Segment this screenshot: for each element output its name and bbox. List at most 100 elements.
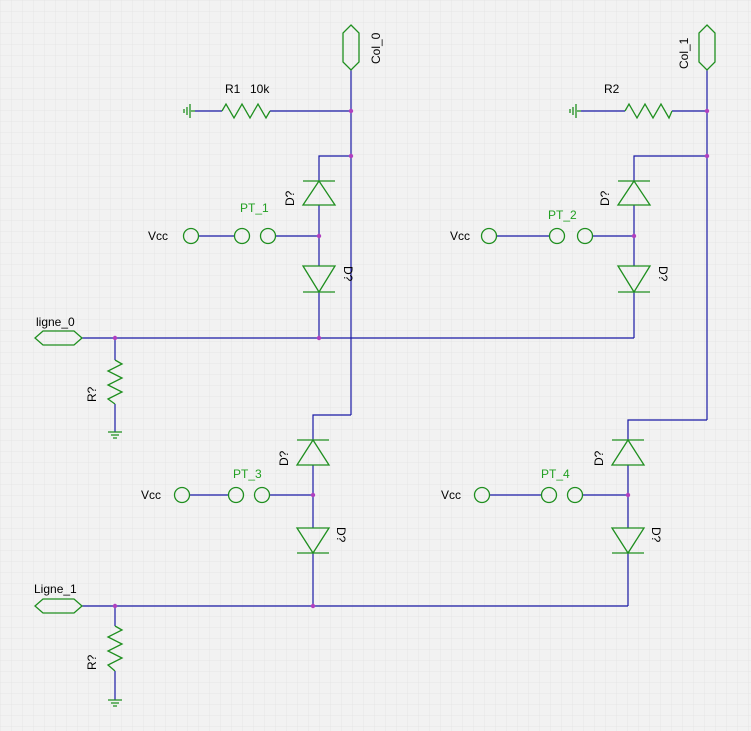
switch-pt1-contact-a xyxy=(233,227,251,245)
wire-d5-top xyxy=(633,155,707,181)
switch-pt3-contact-a xyxy=(227,486,245,504)
switch-pt3[interactable]: Vcc PT_3 xyxy=(141,467,271,504)
ground-icon xyxy=(108,699,122,707)
diode-d1-symbol xyxy=(301,179,337,206)
resistor-row1-zigzag xyxy=(106,625,124,672)
diode-d3[interactable]: D? xyxy=(277,438,331,466)
diode-d8-label: D? xyxy=(649,527,663,543)
resistor-r1-name: R1 xyxy=(225,82,241,96)
wire-d1-top xyxy=(318,155,351,181)
diode-d1[interactable]: D? xyxy=(283,179,337,206)
switch-pt4-label: PT_4 xyxy=(541,467,570,481)
ground-r1 xyxy=(183,104,195,118)
diode-d8[interactable]: D? xyxy=(610,527,663,555)
diode-d6-label: D? xyxy=(656,266,670,282)
junction-dot xyxy=(112,335,118,341)
ground-icon xyxy=(569,104,581,118)
resistor-r2-zigzag xyxy=(624,102,673,120)
port-col1[interactable]: Col_1 xyxy=(677,24,716,71)
resistor-row0-label: R? xyxy=(85,386,99,402)
vcc-terminal xyxy=(173,486,191,504)
diode-d6-symbol xyxy=(616,265,652,294)
switch-pt4[interactable]: Vcc PT_4 xyxy=(441,467,584,504)
junction-dot xyxy=(631,233,637,239)
port-col0-label: Col_0 xyxy=(369,32,383,64)
diode-d4-label: D? xyxy=(334,527,348,543)
diode-d2-symbol xyxy=(301,265,337,294)
switch-pt4-contact-b xyxy=(566,486,584,504)
junction-dot xyxy=(348,153,354,159)
port-col0-shape xyxy=(342,24,360,71)
port-ligne1-label: Ligne_1 xyxy=(34,582,77,596)
diode-d7-symbol xyxy=(610,438,646,466)
ground-icon xyxy=(108,431,122,439)
resistor-r1-zigzag xyxy=(221,102,271,120)
resistor-row0-zigzag xyxy=(106,359,124,405)
vcc-terminal xyxy=(473,486,491,504)
resistor-row1-label: R? xyxy=(85,654,99,670)
diode-d7-label: D? xyxy=(592,450,606,466)
diode-d3-label: D? xyxy=(277,450,291,466)
diode-d8-symbol xyxy=(610,527,646,555)
switch-pt3-label: PT_3 xyxy=(233,467,262,481)
vcc-label: Vcc xyxy=(148,229,168,243)
ground-icon xyxy=(183,104,195,118)
diode-d2-label: D? xyxy=(341,266,355,282)
junction-dot xyxy=(316,233,322,239)
junction-dot xyxy=(316,335,322,341)
switch-pt1-label: PT_1 xyxy=(240,201,269,215)
port-ligne1-shape xyxy=(34,598,83,614)
switch-pt2-label: PT_2 xyxy=(548,208,577,222)
diode-d2[interactable]: D? xyxy=(301,265,355,294)
diode-d7[interactable]: D? xyxy=(592,438,646,466)
diode-d5-symbol xyxy=(616,179,652,206)
diode-d5[interactable]: D? xyxy=(598,179,652,206)
wire-d3-top xyxy=(312,414,351,440)
diode-d5-label: D? xyxy=(598,190,612,206)
diode-d4[interactable]: D? xyxy=(295,527,348,555)
junctions xyxy=(112,108,710,609)
junction-dot xyxy=(625,492,631,498)
port-col1-label: Col_1 xyxy=(677,37,691,69)
port-ligne0-label: ligne_0 xyxy=(36,315,75,329)
junction-dot xyxy=(310,603,316,609)
resistor-r2[interactable]: R2 xyxy=(604,82,673,120)
switch-pt2-contact-b xyxy=(576,227,594,245)
junction-dot xyxy=(112,603,118,609)
port-ligne0[interactable]: ligne_0 xyxy=(34,315,83,346)
switch-pt1[interactable]: Vcc PT_1 xyxy=(148,201,277,245)
resistor-row0[interactable]: R? xyxy=(85,359,124,405)
resistor-r1-value: 10k xyxy=(250,82,270,96)
switch-pt2[interactable]: Vcc PT_2 xyxy=(450,208,594,245)
vcc-terminal xyxy=(480,227,498,245)
port-col1-shape xyxy=(698,24,716,71)
diode-d1-label: D? xyxy=(283,190,297,206)
port-ligne0-shape xyxy=(34,330,83,346)
junction-dot xyxy=(348,108,354,114)
switch-pt2-contact-a xyxy=(548,227,566,245)
ground-row0 xyxy=(108,431,122,439)
junction-dot xyxy=(704,108,710,114)
vcc-label: Vcc xyxy=(141,488,161,502)
vcc-label: Vcc xyxy=(441,488,461,502)
vcc-label: Vcc xyxy=(450,229,470,243)
switch-pt1-contact-b xyxy=(259,227,277,245)
diode-d4-symbol xyxy=(295,527,331,555)
ground-row1 xyxy=(108,699,122,707)
switch-pt4-contact-a xyxy=(540,486,558,504)
junction-dot xyxy=(704,153,710,159)
diode-d6[interactable]: D? xyxy=(616,265,670,294)
port-ligne1[interactable]: Ligne_1 xyxy=(34,582,83,614)
resistor-r1[interactable]: R1 10k xyxy=(221,82,271,120)
switch-pt3-contact-b xyxy=(253,486,271,504)
junction-dot xyxy=(310,492,316,498)
port-col0[interactable]: Col_0 xyxy=(342,24,383,71)
vcc-terminal xyxy=(182,227,200,245)
wire-d7-top xyxy=(627,419,707,440)
resistor-r2-name: R2 xyxy=(604,82,620,96)
ground-r2 xyxy=(569,104,581,118)
diode-d3-symbol xyxy=(295,438,331,466)
resistor-row1[interactable]: R? xyxy=(85,625,124,672)
